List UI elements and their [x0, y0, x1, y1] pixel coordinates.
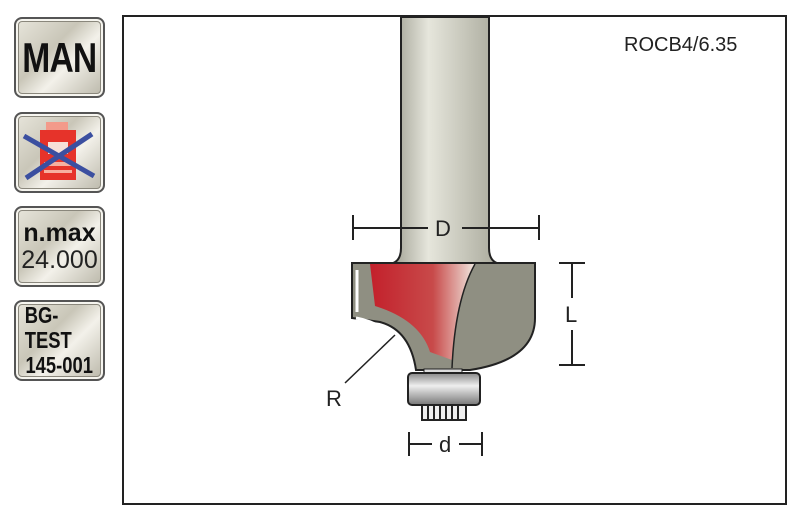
badge-max-speed: n.max 24.000: [14, 206, 105, 287]
dimension-d: [408, 432, 483, 456]
product-code: ROCB4/6.35: [624, 34, 738, 56]
dimension-L: [559, 262, 585, 366]
speed-label: n.max: [23, 218, 96, 247]
badge-bg-test: BG-TEST 145-001: [14, 300, 105, 381]
label-R: R: [326, 386, 342, 411]
badge-no-machine: [14, 112, 105, 193]
cutter-body: [351, 262, 536, 371]
speed-value: 24.000: [21, 245, 98, 274]
crossed-machine-icon: [22, 122, 96, 181]
badge-mode: MAN: [14, 17, 105, 98]
label-D: D: [435, 216, 451, 241]
test-number: 145-001: [25, 352, 94, 378]
mode-label: MAN: [22, 33, 97, 81]
leader-R: [344, 334, 396, 384]
test-label: BG-TEST: [24, 302, 72, 353]
bearing: [407, 368, 481, 421]
label-L: L: [565, 302, 577, 327]
dimension-D: [352, 215, 540, 240]
label-d: d: [439, 432, 451, 457]
